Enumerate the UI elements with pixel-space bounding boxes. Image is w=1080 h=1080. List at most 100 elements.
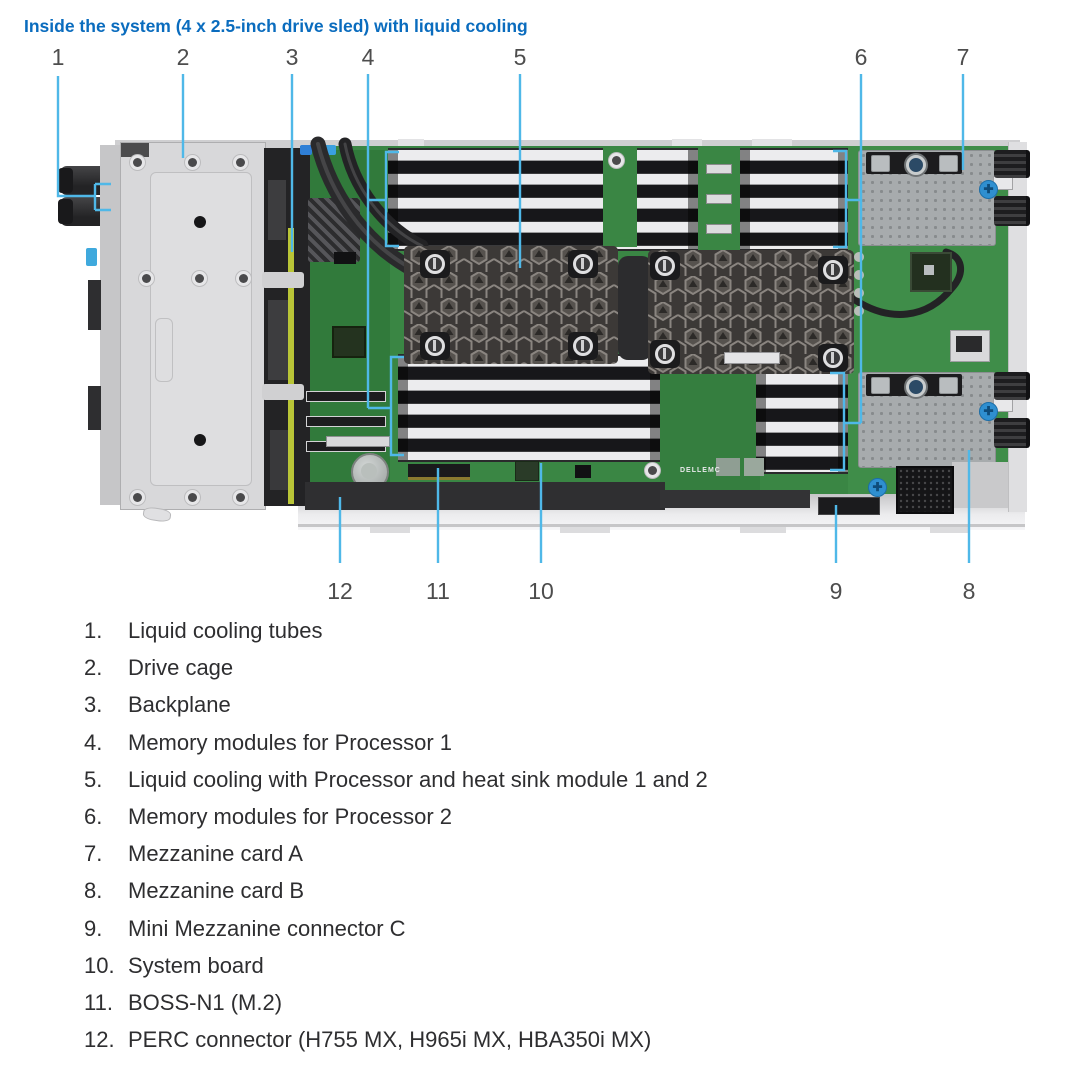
qsfp-connector [994, 372, 1030, 400]
legend-number: 2. [84, 655, 103, 681]
callout-11: 11 [426, 578, 450, 604]
legend-item: 3. Backplane [84, 692, 1004, 729]
legend-item: 11.BOSS-N1 (M.2) [84, 990, 1004, 1027]
metal-tab [262, 384, 304, 400]
legend-number: 7. [84, 841, 103, 867]
chassis-bottom-tab [560, 527, 610, 533]
indicator-lens [906, 377, 926, 397]
legend-item: 8. Mezzanine card B [84, 878, 1004, 915]
legend-number: 12. [84, 1027, 115, 1053]
callout-12: 12 [327, 578, 353, 604]
callout-5: 5 [513, 44, 527, 70]
small-connector [575, 465, 591, 478]
heatsink-screw [420, 250, 450, 278]
callout-9: 9 [829, 578, 843, 604]
legend-text: System board [128, 952, 264, 978]
blue-clip [322, 145, 336, 155]
white-slot [326, 436, 390, 447]
server-photo: DELLEMC ✚ ✚ [58, 136, 1030, 533]
backplane-detail [270, 430, 292, 490]
chassis-bottom-tab [930, 527, 970, 533]
label-pad [716, 458, 740, 476]
legend-text: BOSS-N1 (M.2) [128, 989, 283, 1015]
dimm-bank-processor2-bottom [756, 372, 848, 474]
heatsink-screw [650, 340, 680, 368]
mesh-vent [896, 466, 954, 514]
emi-pad [871, 377, 890, 394]
legend-number: 8. [84, 878, 103, 904]
qsfp-connector [994, 418, 1030, 448]
cooling-tube-cap [58, 168, 73, 193]
chassis-bottom-edge [298, 524, 1025, 527]
legend-item: 5.Liquid cooling with Processor and heat… [84, 767, 1004, 804]
callout-3: 3 [285, 44, 299, 70]
board-screw [612, 156, 621, 165]
drive-cage-corner-block [121, 143, 149, 157]
cage-hole [194, 434, 206, 446]
boss-n1-connector [408, 464, 470, 480]
tube-bundle [618, 256, 652, 360]
blue-thumbscrew: ✚ [979, 180, 998, 199]
drive-cage-label-slot [155, 318, 173, 382]
legend-text: Mini Mezzanine connector C [128, 915, 406, 941]
legend-text: PERC connector (H755 MX, H965i MX, HBA35… [128, 1027, 652, 1053]
heatsink-screw [568, 332, 598, 360]
callout-6: 6 [854, 44, 868, 70]
pcie-connector [306, 391, 386, 402]
drive-cage-left-wall [100, 145, 120, 505]
chassis-top-tab [672, 139, 702, 147]
backplane-edge [288, 228, 294, 504]
legend-number: 4. [84, 729, 103, 755]
capacitor [854, 270, 864, 280]
coin-battery-center [361, 463, 377, 479]
dimm-bank-processor1-top [388, 148, 698, 251]
board-screw [648, 466, 657, 475]
capacitor [854, 288, 864, 298]
legend-item: 4.Memory modules for Processor 1 [84, 730, 1004, 767]
cooling-tube-cap [58, 199, 73, 224]
backplane-detail [268, 180, 286, 240]
legend-text: Backplane [128, 692, 231, 718]
dark-band [660, 490, 810, 508]
chassis-bottom-tab [370, 527, 410, 533]
chassis-corner-block [952, 462, 1008, 508]
legend-item: 1. Liquid cooling tubes [84, 618, 1004, 655]
capacitor [854, 306, 864, 316]
legend-item: 9.Mini Mezzanine connector C [84, 916, 1004, 953]
legend-item: 12. PERC connector (H755 MX, H965i MX, HB… [84, 1027, 1004, 1064]
screw [239, 274, 248, 283]
screw [236, 493, 245, 502]
capacitor [854, 252, 864, 262]
center-connector [724, 352, 780, 364]
legend-text: Liquid cooling tubes [128, 618, 323, 643]
legend-number: 1. [84, 618, 103, 643]
heatsink-screw [420, 332, 450, 360]
blue-thumbscrew: ✚ [979, 402, 998, 421]
legend-item: 10.System board [84, 953, 1004, 990]
emi-pad [939, 155, 958, 172]
backplane-detail [268, 300, 288, 380]
small-connector [706, 194, 732, 204]
figure-title: Inside the system (4 x 2.5-inch drive sl… [24, 16, 528, 36]
callout-4: 4 [361, 44, 375, 70]
legend-number: 6. [84, 803, 103, 829]
pcie-connector [306, 416, 386, 427]
small-chip [332, 326, 366, 358]
mini-mezzanine-connector-c [818, 497, 880, 515]
heatsink-screw [818, 256, 848, 284]
legend-item: 7.Mezzanine card A [84, 841, 1004, 878]
callout-8: 8 [962, 578, 976, 604]
screw [188, 493, 197, 502]
emi-pad [939, 377, 958, 394]
small-connector [706, 224, 732, 234]
blue-release-clip [86, 248, 97, 266]
dimm-bank-processor2-top [740, 148, 848, 251]
dimm-bank-processor1-bottom [398, 354, 660, 462]
board-print-text: DELLEMC [680, 467, 721, 474]
legend-number: 3. [84, 692, 103, 718]
label-pad [744, 458, 764, 476]
cage-hole [194, 216, 206, 228]
screw [133, 158, 142, 167]
legend-text: Mezzanine card B [128, 878, 305, 904]
